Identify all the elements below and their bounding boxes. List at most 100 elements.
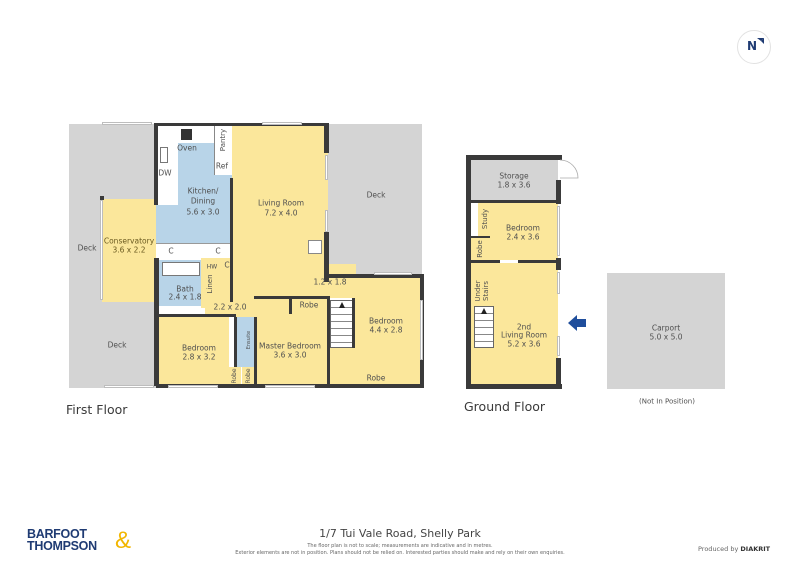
label-kitchen-size: 5.6 x 3.0 [186, 207, 220, 217]
label-living2-size: 5.2 x 3.6 [507, 339, 541, 349]
window [104, 385, 154, 388]
label-bedroom-ground: Bedroom [506, 223, 540, 233]
room-conservatory [102, 199, 156, 302]
label-living2-2: Living Room [500, 330, 548, 340]
label-carport: Carport [651, 323, 681, 333]
label-oven: Oven [177, 143, 197, 153]
label-kitchen: Kitchen/ [187, 186, 219, 196]
label-deck-left-bottom: Deck [107, 340, 127, 350]
wall [470, 236, 490, 238]
fireplace-icon [308, 240, 322, 254]
label-linen: Linen [206, 274, 214, 294]
window [557, 272, 560, 294]
north-arrow-icon: N [747, 39, 758, 53]
first-floor-title: First Floor [66, 402, 128, 417]
robe-b-area [242, 367, 255, 385]
label-study: Study [481, 208, 489, 230]
kitchen-bench-top [156, 125, 232, 143]
label-stairs: Stairs [482, 281, 490, 301]
wall [289, 298, 292, 314]
label-robe-ground: Robe [476, 240, 484, 258]
label-landing-size: 1.2 x 1.8 [313, 277, 347, 287]
robe-ground-area [470, 238, 488, 260]
label-hw: HW [206, 263, 218, 271]
brand-logo: BARFOOT THOMPSON & [27, 528, 147, 558]
sink-icon [160, 147, 168, 163]
label-c3: C [224, 260, 230, 270]
label-c2: C [215, 246, 221, 256]
producer-name: DIAKRIT [740, 545, 771, 553]
window [420, 300, 423, 360]
wall [324, 232, 329, 282]
wall [154, 123, 324, 126]
label-storage: Storage [499, 171, 529, 181]
north-arrow-glyph-icon [756, 38, 764, 46]
wall [466, 155, 562, 160]
label-carport-note: (Not In Position) [639, 397, 695, 406]
logo-line-1: BARFOOT [27, 527, 87, 541]
wall [324, 274, 422, 278]
label-robe-b: Robe [245, 368, 252, 384]
wall [556, 180, 561, 204]
robe-a-area [229, 367, 241, 385]
wall [470, 200, 558, 203]
wall [470, 260, 500, 263]
label-living2-1: 2nd [516, 322, 532, 332]
wall [234, 317, 237, 367]
label-hall-size: 2.2 x 2.0 [213, 302, 247, 312]
room-ensuite [236, 317, 256, 367]
cooktop-icon [181, 129, 192, 140]
wall [466, 384, 562, 389]
wall [230, 178, 233, 302]
label-deck-left-top: Deck [77, 243, 97, 253]
entry-arrow-icon [568, 315, 586, 331]
carport [607, 273, 725, 389]
label-robe-master: Robe [299, 300, 319, 310]
window [325, 210, 328, 232]
label-conservatory-size: 3.6 x 2.2 [112, 245, 146, 255]
label-pantry: Pantry [219, 128, 227, 152]
compass: N [737, 30, 771, 64]
disclaimer-line-1: The floor plan is not to scale; measurem… [307, 543, 493, 549]
ground-floor-title: Ground Floor [464, 399, 546, 414]
label-conservatory: Conservatory [103, 236, 155, 246]
bathtub-icon [162, 262, 200, 276]
label-bath-size: 2.4 x 1.8 [168, 292, 202, 302]
wall [556, 258, 561, 270]
storage-door-swing-icon [560, 159, 579, 179]
window [265, 385, 315, 388]
label-ensuite: Ensuite [246, 330, 252, 350]
label-bedroom-left: Bedroom [182, 343, 216, 353]
wall [327, 296, 330, 386]
label-master: Master Bedroom [259, 341, 321, 351]
wall [154, 123, 158, 205]
ground-staircase [474, 306, 494, 348]
label-carport-size: 5.0 x 5.0 [649, 332, 683, 342]
label-storage-size: 1.8 x 3.6 [497, 180, 531, 190]
room-storage [470, 160, 558, 200]
window [374, 272, 412, 275]
study-nook [470, 203, 478, 236]
label-master-size: 3.6 x 3.0 [273, 350, 307, 360]
label-living-size: 7.2 x 4.0 [264, 208, 298, 218]
robe-right-area [330, 348, 420, 386]
window [557, 336, 560, 356]
wall [254, 296, 330, 299]
logo-line-2: THOMPSON [27, 539, 97, 553]
room-living-lower [232, 264, 296, 298]
label-dw: DW [158, 168, 172, 178]
producer-credit: Produced by DIAKRIT [698, 545, 770, 553]
window [262, 122, 302, 125]
room-kitchen-lower [156, 205, 178, 243]
stair-up-arrow-icon [339, 302, 345, 308]
room-study [478, 203, 488, 236]
label-living: Living Room [257, 198, 305, 208]
wall [100, 196, 104, 200]
label-bath: Bath [176, 284, 194, 294]
window [325, 155, 328, 180]
label-deck-right: Deck [366, 190, 386, 200]
room-bedroom-ground [488, 203, 558, 260]
wall [156, 314, 236, 317]
window [557, 206, 560, 256]
wall [556, 358, 561, 386]
